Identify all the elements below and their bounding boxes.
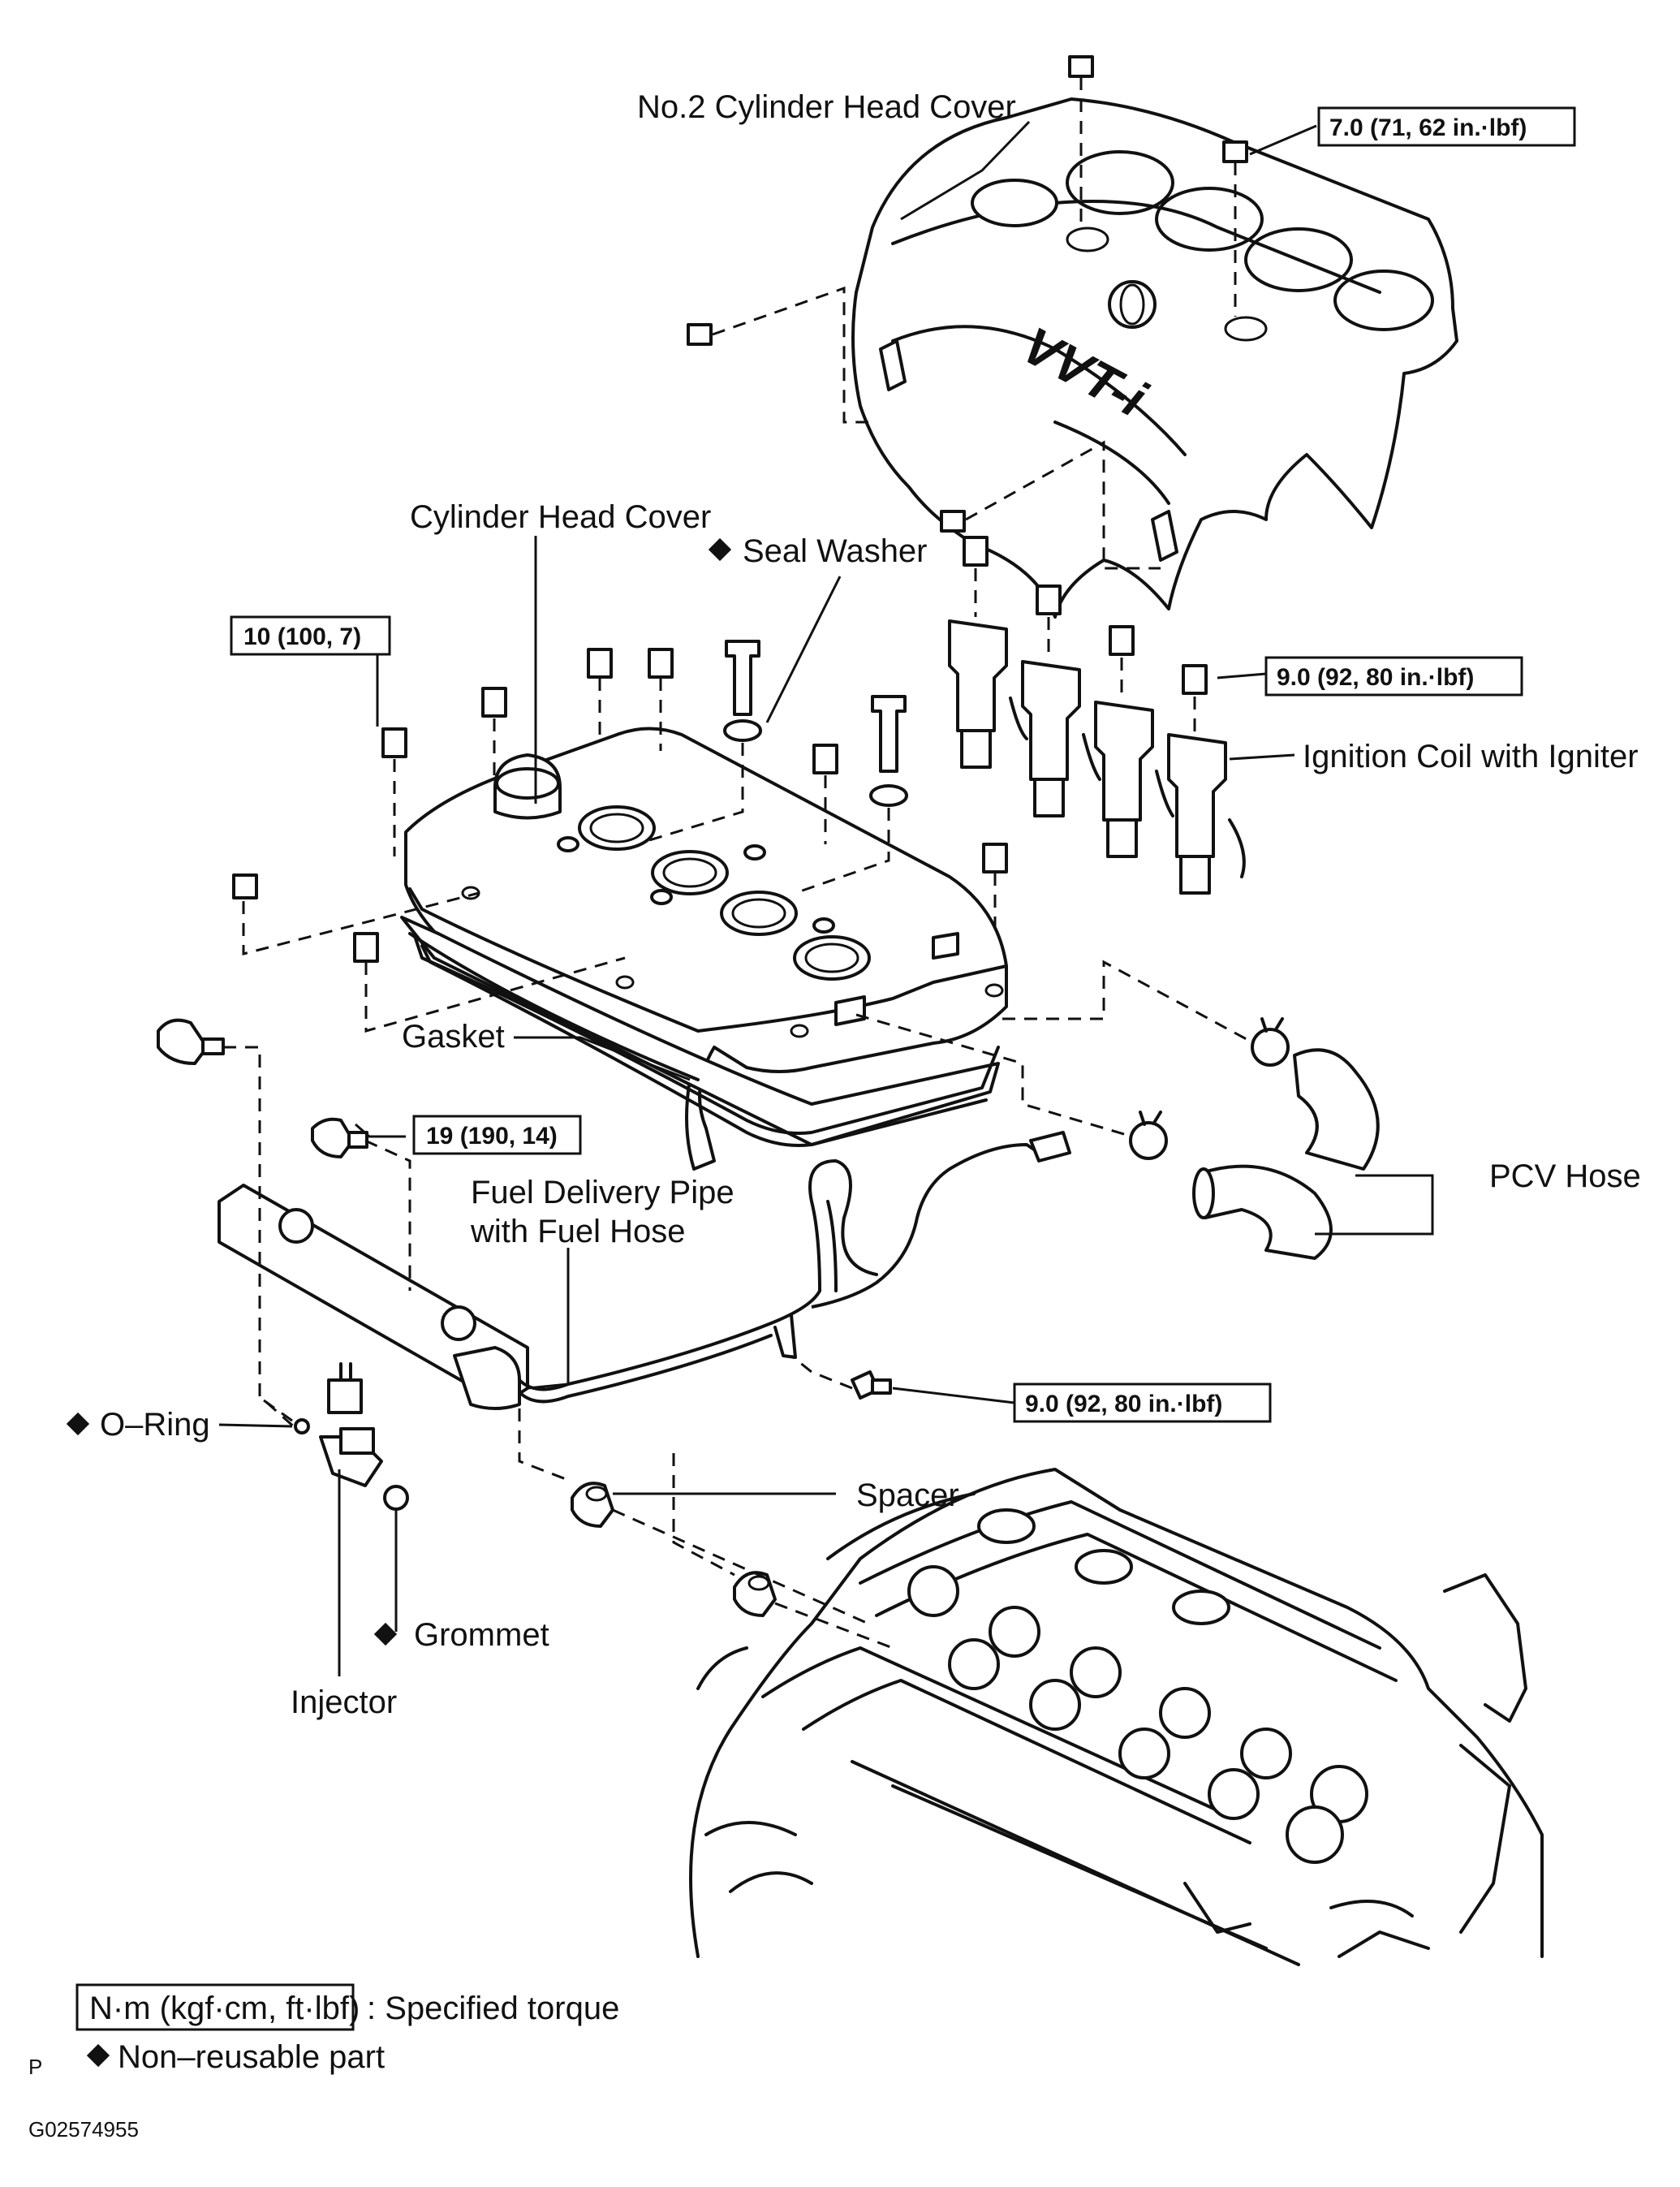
pcv-hoses-drawing: [855, 960, 1380, 1260]
legend: N·m (kgf·cm, ft·lbf) : Specified torque …: [28, 1983, 619, 2142]
label-cylinder-head-cover: Cylinder Head Cover: [410, 499, 711, 535]
torque-cover-nut: 7.0 (71, 62 in.·lbf): [1317, 106, 1576, 147]
svg-text:10 (100, 7): 10 (100, 7): [243, 623, 361, 650]
ignition-coils-drawing: [948, 536, 1246, 895]
gasket-drawing: [412, 932, 1000, 1147]
cover-nuts: [687, 55, 1248, 570]
corner-letter: P: [28, 2055, 42, 2079]
legend-torque-box: [75, 1983, 355, 2031]
injector-parts-drawing: [263, 1362, 409, 1511]
label-no2-cylinder-head-cover: No.2 Cylinder Head Cover: [637, 89, 1016, 125]
svg-text:19 (190, 14): 19 (190, 14): [426, 1123, 558, 1150]
fuel-delivery-pipe-drawing: [218, 1131, 1071, 1410]
svg-text:9.0 (92, 80 in.·lbf): 9.0 (92, 80 in.·lbf): [1025, 1391, 1222, 1417]
label-pcv-hose: PCV Hose: [1489, 1158, 1641, 1194]
torque-delivery-pipe-bolt: 19 (190, 14): [412, 1115, 582, 1155]
label-grommet: Grommet: [373, 1617, 549, 1653]
label-gasket: Gasket: [402, 1019, 505, 1055]
part-labels: No.2 Cylinder Head Cover Cylinder Head C…: [66, 89, 1641, 1720]
non-reusable-diamond-icon: [66, 1412, 90, 1436]
label-injector: Injector: [291, 1684, 397, 1720]
torque-head-cover-bolt: 10 (100, 7): [230, 615, 391, 656]
legend-torque-unit: N·m (kgf·cm, ft·lbf): [89, 1991, 360, 2026]
svg-text:9.0 (92, 80 in.·lbf): 9.0 (92, 80 in.·lbf): [1277, 664, 1474, 691]
svg-text:O–Ring: O–Ring: [100, 1407, 210, 1443]
figure-code: G02574955: [28, 2117, 139, 2142]
delivery-pipe-bolts: [157, 1018, 892, 1430]
svg-text:7.0 (71, 62 in.·lbf): 7.0 (71, 62 in.·lbf): [1329, 114, 1527, 141]
label-fuel-delivery-pipe-line2: with Fuel Hose: [470, 1214, 686, 1249]
torque-hose-clamp-bolt: 9.0 (92, 80 in.·lbf): [1013, 1383, 1272, 1423]
torque-specs: 7.0 (71, 62 in.·lbf) 10 (100, 7) 9.0 (92…: [230, 106, 1576, 1423]
non-reusable-diamond-icon: [86, 2043, 110, 2068]
spacers-drawing: [518, 1408, 894, 1650]
legend-non-reusable: Non–reusable part: [118, 2039, 385, 2075]
no2-cylinder-head-cover-drawing: VVT-i: [851, 97, 1458, 619]
label-o-ring: O–Ring: [66, 1407, 210, 1443]
legend-torque-desc: : Specified torque: [367, 1991, 619, 2026]
label-spacer: Spacer: [856, 1477, 959, 1513]
svg-text:Grommet: Grommet: [414, 1617, 549, 1653]
label-fuel-delivery-pipe-line1: Fuel Delivery Pipe: [471, 1175, 734, 1210]
svg-text:Seal Washer: Seal Washer: [743, 533, 928, 569]
label-seal-washer: Seal Washer: [708, 533, 928, 569]
engine-head-drawing: [689, 1468, 1544, 1966]
label-ignition-coil: Ignition Coil with Igniter: [1303, 739, 1639, 774]
torque-coil-bolt: 9.0 (92, 80 in.·lbf): [1264, 656, 1523, 697]
non-reusable-diamond-icon: [373, 1622, 398, 1646]
head-cover-bolts: [232, 640, 1008, 1033]
cylinder-head-cover-drawing: [400, 727, 1008, 1171]
leader-lines: [218, 120, 1434, 1676]
non-reusable-diamond-icon: [708, 537, 732, 562]
